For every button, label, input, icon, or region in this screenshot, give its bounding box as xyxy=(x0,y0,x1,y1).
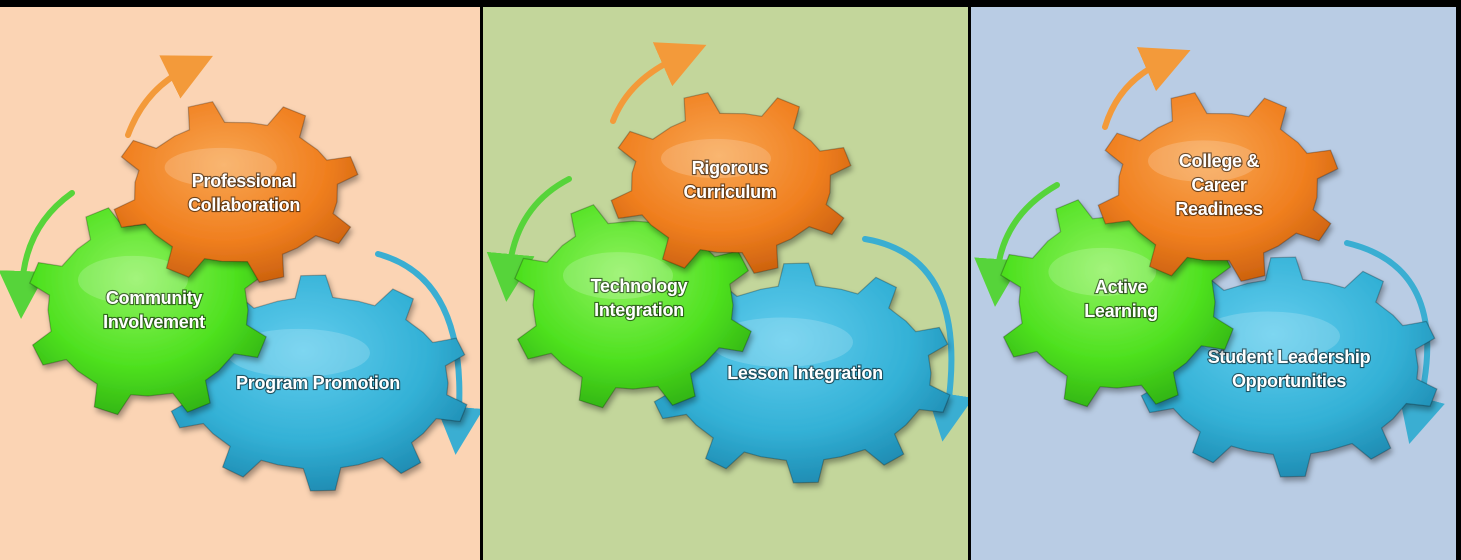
blue-gear-highlight xyxy=(1197,311,1340,361)
orange-gear-label-line: College & xyxy=(1179,151,1260,171)
blue-cycle-arrow-icon xyxy=(1344,240,1445,444)
green-cycle-arrow-icon xyxy=(974,182,1060,307)
orange-gear-shape xyxy=(1097,92,1339,282)
orange-gear-highlight xyxy=(661,138,771,179)
orange-cycle-arrow-icon xyxy=(125,55,213,138)
orange-cycle-arrow-icon xyxy=(1102,47,1191,130)
blue-cycle-arrow-icon xyxy=(375,251,480,455)
gear-cluster: Program PromotionCommunityInvolvementPro… xyxy=(0,55,480,492)
orange-gear-label-line: Collaboration xyxy=(188,195,300,215)
blue-gear-label-line: Student Leadership xyxy=(1208,347,1371,367)
green-gear-highlight xyxy=(78,255,188,304)
orange-gear-highlight xyxy=(164,147,277,188)
green-gear-label-line: Involvement xyxy=(103,312,205,332)
green-gear-label-line: Learning xyxy=(1084,301,1158,321)
orange-gear-label-line: Curriculum xyxy=(683,182,776,202)
blue-gear-label-line: Opportunities xyxy=(1232,371,1346,391)
orange-gear-label-line: Professional xyxy=(192,171,296,191)
orange-cycle-arrow-icon xyxy=(610,42,707,124)
orange-gear-shape xyxy=(610,92,852,274)
green-gear-highlight xyxy=(563,252,673,300)
blue-gear-label-line: Lesson Integration xyxy=(727,363,883,383)
orange-gear-label-line: Career xyxy=(1191,175,1247,195)
green-gear-label-line: Active xyxy=(1095,277,1148,297)
blue-cycle-arrow-icon xyxy=(862,236,968,442)
green-cycle-arrow-icon xyxy=(486,176,572,302)
orange-gear-label-line: Rigorous xyxy=(692,158,769,178)
green-gear-label-line: Technology xyxy=(591,276,688,296)
green-gear-label-line: Community xyxy=(106,288,203,308)
blue-gear-label-line: Program Promotion xyxy=(236,373,400,393)
green-gear-label-line: Integration xyxy=(594,300,684,320)
green-gear-highlight xyxy=(1048,247,1157,296)
orange-gear-shape xyxy=(113,101,359,283)
blue-gear: Lesson Integration xyxy=(651,262,951,484)
orange-gear-label-line: Readiness xyxy=(1175,199,1263,219)
orange-gear-highlight xyxy=(1148,140,1258,182)
green-cycle-arrow-icon xyxy=(0,190,75,319)
